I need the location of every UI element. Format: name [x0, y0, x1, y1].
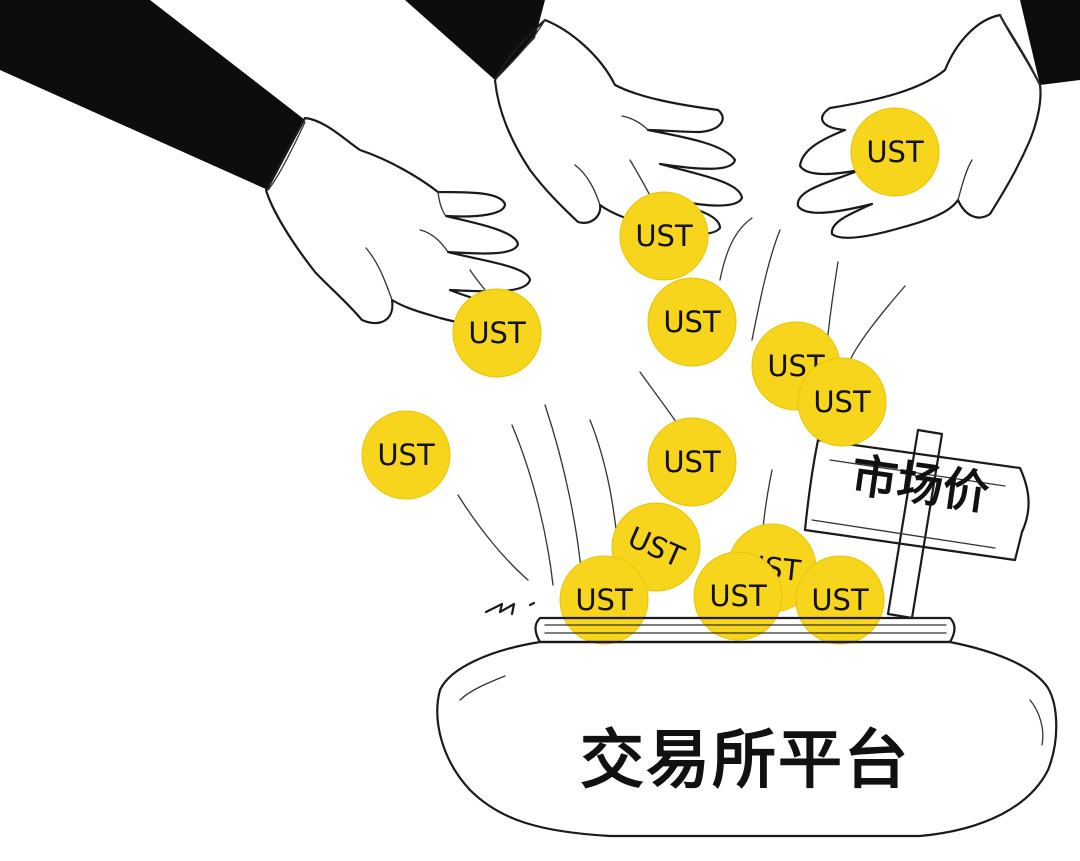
- right-hand-icon: [796, 0, 1080, 239]
- coin-disc: [361, 410, 451, 500]
- coin-icon: UST: [693, 551, 783, 641]
- coin-icon: UST: [850, 107, 940, 197]
- coin-icon: UST: [647, 417, 737, 507]
- coin-label: UST: [709, 579, 767, 613]
- coin-icon: UST: [795, 555, 885, 645]
- coin-disc: [647, 417, 737, 507]
- coin-label: UST: [663, 305, 721, 339]
- bowl-label: 交易所平台: [580, 724, 910, 798]
- coin-label: UST: [811, 583, 869, 617]
- coin-label: UST: [866, 135, 924, 169]
- coin-icon: UST: [797, 357, 887, 447]
- coin-label: UST: [575, 583, 633, 617]
- coin-label: UST: [635, 219, 693, 253]
- coin-label: UST: [468, 316, 526, 350]
- middle-hand-icon: [405, 0, 744, 236]
- coin-disc: [647, 277, 737, 367]
- coin-icon: UST: [452, 288, 542, 378]
- left-hand-icon: [0, 0, 532, 327]
- coin-disc: [559, 555, 649, 645]
- bowl-icon: 交易所平台: [436, 616, 1058, 838]
- coin-group: USTUSTUSTUSTUSTUSTUSTUSTUSTUSTUSTUSTUST: [361, 107, 940, 645]
- coin-icon: UST: [647, 277, 737, 367]
- coin-disc: [619, 191, 709, 281]
- coin-icon: UST: [619, 191, 709, 281]
- coin-disc: [797, 357, 887, 447]
- coin-label: UST: [377, 438, 435, 472]
- splash-mark: [484, 601, 536, 616]
- sign-label: 市场价: [848, 448, 992, 521]
- coin-icon: UST: [361, 410, 451, 500]
- coin-label: UST: [813, 385, 871, 419]
- coin-disc: [795, 555, 885, 645]
- coin-disc: [850, 107, 940, 197]
- coin-label: UST: [663, 445, 721, 479]
- coin-disc: [452, 288, 542, 378]
- coin-icon: UST: [559, 555, 649, 645]
